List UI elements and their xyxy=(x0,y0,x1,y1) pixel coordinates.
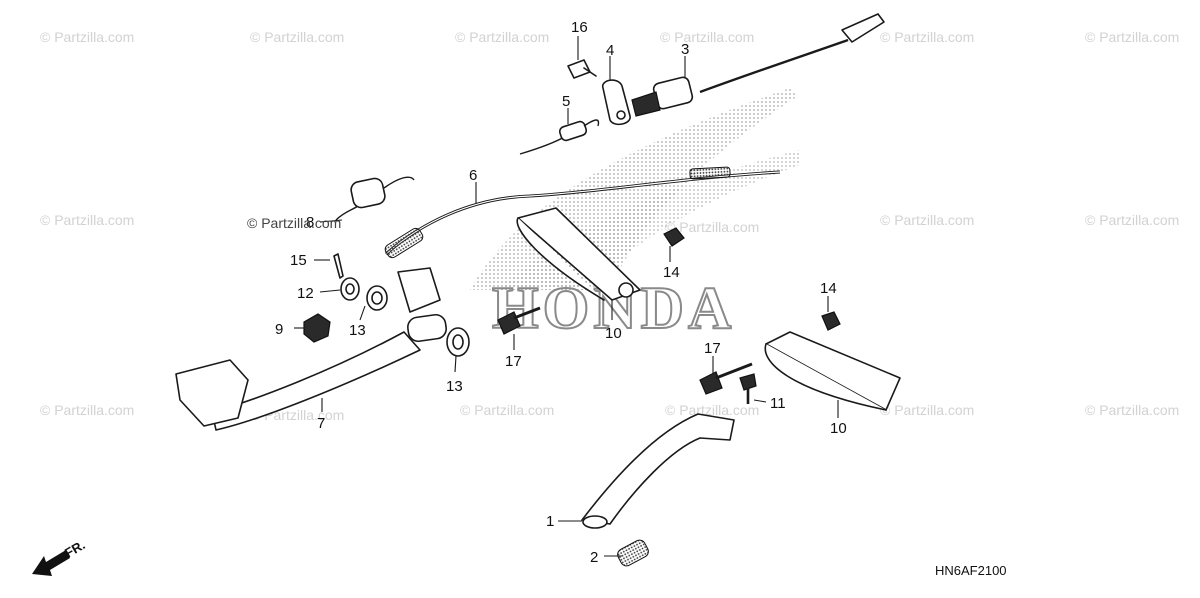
part-bolt-17b xyxy=(699,362,753,395)
part-shift-rubber xyxy=(617,539,649,567)
part-nut-9 xyxy=(303,313,331,343)
callout-15: 15 xyxy=(290,252,307,269)
callout-7: 7 xyxy=(317,415,325,432)
partzilla-label: © Partzilla.com xyxy=(247,215,341,231)
callout-9: 9 xyxy=(275,321,283,338)
callout-8: 8 xyxy=(306,214,314,231)
watermark: © Partzilla.com xyxy=(40,212,134,228)
callout-16: 16 xyxy=(571,19,588,36)
callout-1: 1 xyxy=(546,513,554,530)
part-washer-12 xyxy=(340,277,360,301)
callout-6: 6 xyxy=(469,167,477,184)
watermark: © Partzilla.com xyxy=(455,29,549,45)
callout-12: 12 xyxy=(297,285,314,302)
diagram-code: HN6AF2100 xyxy=(935,563,1007,578)
callout-leaders xyxy=(294,36,839,557)
watermark: © Partzilla.com xyxy=(40,29,134,45)
part-brake-cable xyxy=(384,166,781,259)
part-washer-13b xyxy=(446,327,470,357)
callout-17: 17 xyxy=(704,340,721,357)
watermark: © Partzilla.com xyxy=(665,402,759,418)
part-nut-14b xyxy=(821,311,841,331)
part-spring-8 xyxy=(335,176,415,221)
callout-17: 17 xyxy=(505,353,522,370)
callout-2: 2 xyxy=(590,549,598,566)
watermark: © Partzilla.com xyxy=(1085,29,1179,45)
callout-3: 3 xyxy=(681,41,689,58)
part-washer-13a xyxy=(366,285,388,311)
watermark: © Partzilla.com xyxy=(1085,402,1179,418)
callout-10: 10 xyxy=(830,420,847,437)
callout-numbers: 16 4 3 5 6 8 15 12 9 13 13 7 10 17 14 14… xyxy=(275,19,847,566)
part-brake-pedal xyxy=(175,267,447,431)
callout-13: 13 xyxy=(446,378,463,395)
part-footpeg-left xyxy=(516,207,641,301)
watermark: © Partzilla.com xyxy=(460,402,554,418)
watermark: © Partzilla.com xyxy=(880,212,974,228)
part-nut-14a xyxy=(663,227,685,247)
part-bolt-11 xyxy=(739,373,757,404)
part-bolt-16 xyxy=(567,59,597,79)
watermark: © Partzilla.com xyxy=(660,29,754,45)
part-spring-5 xyxy=(519,119,600,155)
callout-10: 10 xyxy=(605,325,622,342)
part-cable-switch xyxy=(631,13,885,117)
direction-arrow-icon xyxy=(32,550,70,576)
watermark: © Partzilla.com xyxy=(40,402,134,418)
part-bolt-17a xyxy=(497,306,541,335)
callout-4: 4 xyxy=(606,42,614,59)
honda-wing-logo: HONDA xyxy=(470,88,800,342)
part-clamp-plate xyxy=(601,79,631,126)
part-footpeg-right xyxy=(764,331,901,411)
callout-13: 13 xyxy=(349,322,366,339)
part-shift-lever xyxy=(581,413,735,529)
watermark: © Partzilla.com xyxy=(250,29,344,45)
callout-5: 5 xyxy=(562,93,570,110)
watermark: © Partzilla.com xyxy=(880,402,974,418)
callout-14: 14 xyxy=(820,280,837,297)
watermark: © Partzilla.com xyxy=(880,29,974,45)
part-cotter-pin xyxy=(333,253,344,279)
front-direction-indicator: FR. xyxy=(32,537,88,576)
watermark-layer: © Partzilla.com © Partzilla.com © Partzi… xyxy=(40,29,1179,423)
callout-14: 14 xyxy=(663,264,680,281)
callout-11: 11 xyxy=(770,395,786,412)
watermark: © Partzilla.com xyxy=(665,219,759,235)
watermark: © Partzilla.com xyxy=(1085,212,1179,228)
